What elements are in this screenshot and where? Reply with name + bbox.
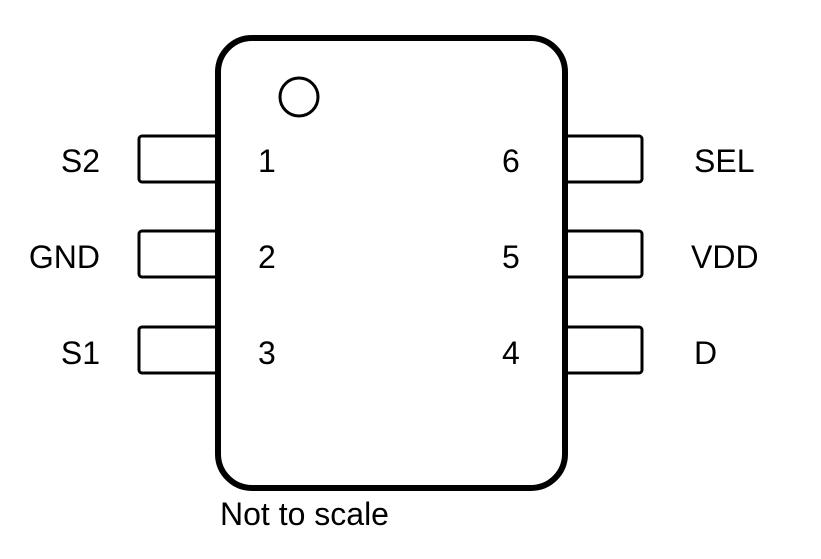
pin-lead-3	[137, 325, 220, 375]
pin-number-5: 5	[502, 239, 520, 275]
pin-lead-1	[137, 134, 220, 184]
pin-lead-4	[561, 325, 644, 375]
pin-lead-6	[561, 134, 644, 184]
pin-number-3: 3	[258, 335, 276, 371]
caption-not-to-scale: Not to scale	[220, 496, 389, 532]
package-body	[215, 35, 568, 491]
pin-name-4: D	[694, 335, 717, 371]
pin-number-4: 4	[502, 335, 520, 371]
pin-name-3: S1	[61, 335, 100, 371]
pin-name-2: GND	[29, 239, 100, 275]
pin-number-6: 6	[502, 143, 520, 179]
pin-number-2: 2	[258, 239, 276, 275]
pin1-circle-marker	[278, 76, 320, 118]
pin-lead-5	[561, 229, 644, 279]
pin-name-6: SEL	[694, 143, 754, 179]
pin-number-1: 1	[258, 143, 276, 179]
pin-lead-2	[137, 229, 220, 279]
pin-name-5: VDD	[691, 239, 759, 275]
pin-name-1: S2	[61, 143, 100, 179]
